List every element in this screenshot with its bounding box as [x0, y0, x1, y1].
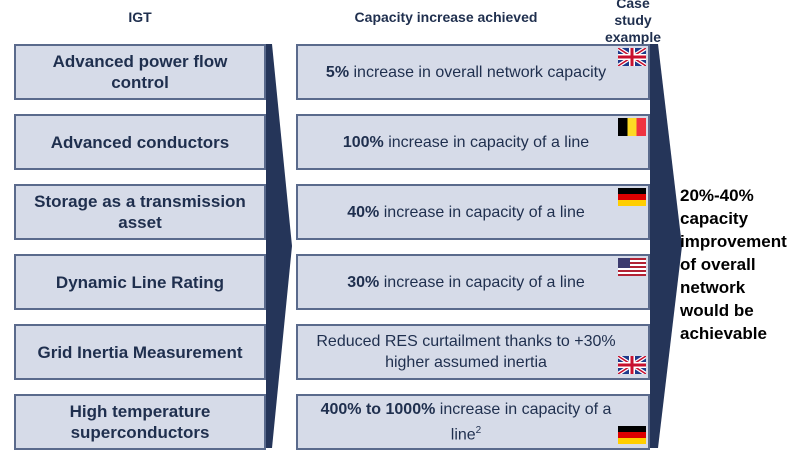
- igt-label: Advanced conductors: [50, 132, 230, 152]
- result-bold: 400% to 1000%: [320, 400, 436, 418]
- igt-label: Grid Inertia Measurement: [37, 342, 243, 362]
- uk-flag-icon: [618, 356, 646, 374]
- arrow-band-left: [266, 44, 296, 448]
- igt-card-power-flow: Advanced power flow control: [14, 44, 266, 100]
- result-card-dlr: 30% increase in capacity of a line: [296, 254, 650, 310]
- igt-card-dlr: Dynamic Line Rating: [14, 254, 266, 310]
- case-study-column-header: Case study example: [604, 0, 662, 45]
- result-bold: 40%: [347, 203, 380, 221]
- belgium-flag-icon: [618, 118, 646, 136]
- footnote-marker: 2: [475, 424, 482, 436]
- result-text: 40% increase in capacity of a line: [347, 202, 584, 223]
- result-rest: increase in capacity of a line: [383, 203, 585, 221]
- germany-flag-icon: [618, 188, 646, 206]
- igt-label: High temperature superconductors: [69, 402, 211, 442]
- igt-label: Storage as a transmission asset: [34, 192, 246, 232]
- result-text: Reduced RES curtailment thanks to +30% h…: [316, 333, 616, 371]
- igt-label: Advanced power flow control: [52, 52, 228, 92]
- germany-flag-icon: [618, 426, 646, 444]
- result-rest: increase in capacity of a line: [439, 400, 612, 444]
- result-bold: 100%: [342, 133, 384, 151]
- igt-card-inertia: Grid Inertia Measurement: [14, 324, 266, 380]
- igt-column-header: IGT: [128, 9, 152, 25]
- igt-card-storage: Storage as a transmission asset: [14, 184, 266, 240]
- igt-card-conductors: Advanced conductors: [14, 114, 266, 170]
- uk-flag-icon: [618, 48, 646, 66]
- result-rest: increase in overall network capacity: [353, 63, 607, 81]
- result-rest: increase in capacity of a line: [388, 133, 590, 151]
- result-card-inertia: Reduced RES curtailment thanks to +30% h…: [296, 324, 650, 380]
- result-rest: increase in capacity of a line: [383, 273, 585, 291]
- result-text: 100% increase in capacity of a line: [343, 132, 589, 153]
- igt-card-superconductors: High temperature superconductors: [14, 394, 266, 450]
- result-card-power-flow: 5% increase in overall network capacity: [296, 44, 650, 100]
- result-text: 5% increase in overall network capacity: [326, 62, 606, 83]
- arrow-band-right: [650, 44, 682, 448]
- result-card-conductors: 100% increase in capacity of a line: [296, 114, 650, 170]
- result-bold: 30%: [347, 273, 380, 291]
- igt-label: Dynamic Line Rating: [55, 272, 225, 292]
- capacity-column-header: Capacity increase achieved: [354, 9, 538, 25]
- result-text: 30% increase in capacity of a line: [347, 272, 584, 293]
- result-card-superconductors: 400% to 1000% increase in capacity of a …: [296, 394, 650, 450]
- conclusion-text: 20%-40% capacity improvement of overall …: [680, 186, 787, 343]
- usa-flag-icon: [618, 258, 646, 276]
- result-bold: 5%: [325, 63, 350, 81]
- result-text: 400% to 1000% increase in capacity of a …: [308, 399, 624, 445]
- result-card-storage: 40% increase in capacity of a line: [296, 184, 650, 240]
